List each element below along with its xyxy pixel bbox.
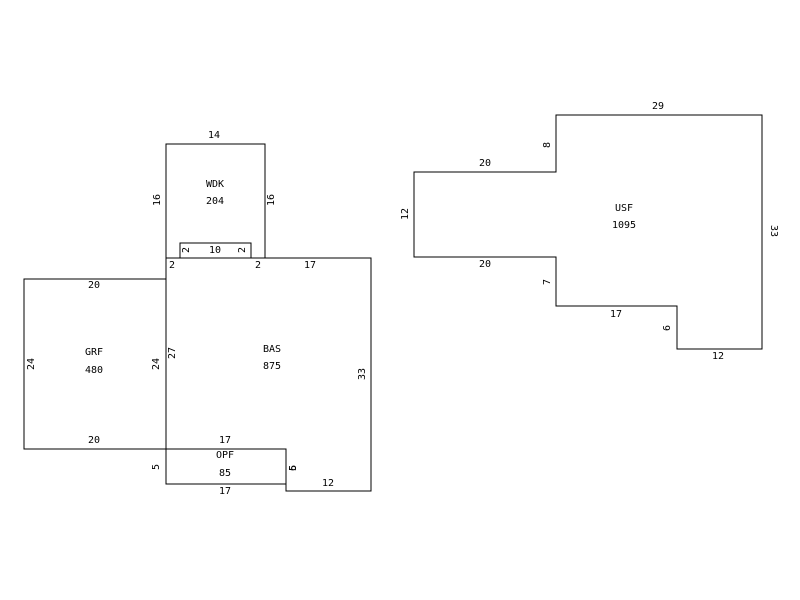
dim-bas-top-right: 17: [304, 260, 316, 271]
dim-notch-left: 2: [181, 247, 192, 253]
opf-outline: [165, 448, 287, 485]
dim-opf-right: 5: [288, 465, 299, 471]
opf-code-label: OPF: [216, 450, 234, 461]
dim-bas-left: 27: [167, 347, 178, 359]
dim-notch-top: 10: [209, 245, 221, 256]
dim-usf-bottom-mid: 17: [610, 309, 622, 320]
dim-wdk-right: 16: [266, 194, 277, 206]
dim-grf-bottom: 20: [88, 435, 100, 446]
opf-area-label: 85: [219, 468, 231, 479]
bas-area-label: 875: [263, 361, 281, 372]
bas-code-label: BAS: [263, 344, 281, 355]
usf-code-label: USF: [615, 203, 633, 214]
usf-outline: [413, 114, 763, 350]
usf-area-label: 1095: [612, 220, 636, 231]
dim-wdk-top: 14: [208, 130, 220, 141]
dim-bas-top-mid: 2: [255, 260, 261, 271]
grf-code-label: GRF: [85, 347, 103, 358]
dim-grf-left: 24: [26, 358, 37, 370]
dim-usf-bottom-right: 12: [712, 351, 724, 362]
wdk-code-label: WDK: [206, 179, 224, 190]
dim-bas-top-left: 2: [169, 260, 175, 271]
dim-bas-bottom-right: 12: [322, 478, 334, 489]
dim-usf-upper-left: 8: [542, 142, 553, 148]
dim-usf-top: 29: [652, 101, 664, 112]
grf-area-label: 480: [85, 365, 103, 376]
dim-usf-step: 6: [662, 325, 673, 331]
grf-outline: [23, 278, 167, 450]
dim-usf-right: 33: [768, 225, 779, 237]
dim-opf-right-b: 6: [288, 465, 299, 471]
dim-usf-lower-left: 7: [542, 279, 553, 285]
dim-grf-top: 20: [88, 280, 100, 291]
dim-bas-right: 33: [357, 368, 368, 380]
dim-opf-top: 17: [219, 435, 231, 446]
bas-outline: [165, 257, 372, 492]
dim-usf-left-bottom: 20: [479, 259, 491, 270]
dim-notch-right: 2: [237, 247, 248, 253]
dim-usf-left: 12: [400, 208, 411, 220]
dim-usf-left-top: 20: [479, 158, 491, 169]
dim-opf-left: 5: [151, 464, 162, 470]
dim-opf-bottom: 17: [219, 486, 231, 497]
dim-grf-right: 24: [151, 358, 162, 370]
dim-wdk-left: 16: [152, 194, 163, 206]
wdk-area-label: 204: [206, 196, 224, 207]
